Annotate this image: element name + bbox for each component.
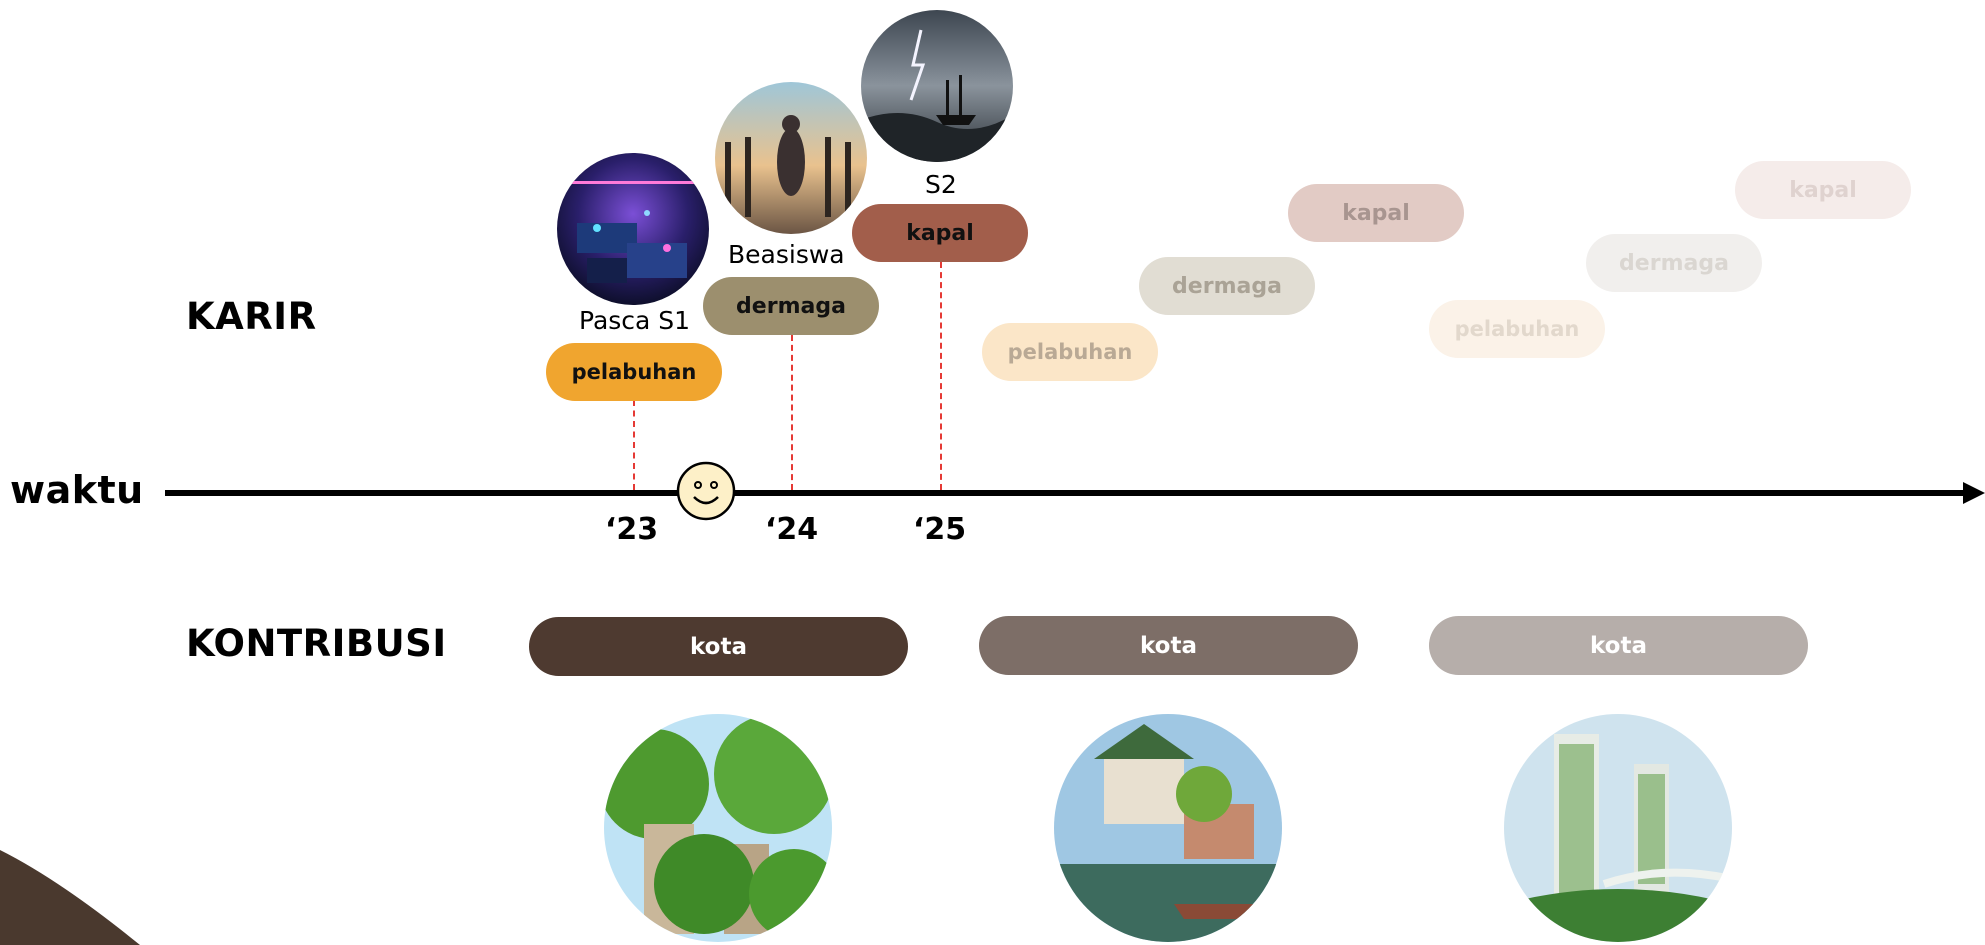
milestone-pill-dermaga: dermaga xyxy=(703,277,879,335)
future-pill-kapal-2: kapal xyxy=(1735,161,1911,219)
year-24: ‘24 xyxy=(765,512,819,547)
timeline-axis xyxy=(165,482,1985,504)
milestone-pill-pelabuhan: pelabuhan xyxy=(546,343,722,401)
cyber-city-image xyxy=(557,153,709,305)
green-towers-image xyxy=(1504,714,1732,942)
year-25: ‘25 xyxy=(913,512,967,547)
marker-line-23 xyxy=(633,400,635,490)
harbor-village-image xyxy=(1054,714,1282,942)
smiley-face-icon xyxy=(676,461,736,521)
forest-city-image xyxy=(604,714,832,942)
future-pill-dermaga-1: dermaga xyxy=(1139,257,1315,315)
storm-ship-image xyxy=(861,10,1013,162)
marker-line-24 xyxy=(791,335,793,490)
future-pill-pelabuhan-2: pelabuhan xyxy=(1429,300,1605,358)
pier-figure-image xyxy=(715,82,867,234)
year-23: ‘23 xyxy=(605,512,659,547)
milestone-caption-s2: S2 xyxy=(925,170,957,199)
contribution-pill-kota-2: kota xyxy=(979,616,1358,675)
waktu-label: waktu xyxy=(10,468,144,512)
milestone-caption-beasiswa: Beasiswa xyxy=(728,240,845,269)
future-pill-pelabuhan-1: pelabuhan xyxy=(982,323,1158,381)
milestone-pill-kapal: kapal xyxy=(852,204,1028,262)
future-pill-dermaga-2: dermaga xyxy=(1586,234,1762,292)
contribution-pill-kota-3: kota xyxy=(1429,616,1808,675)
contribution-pill-kota-1: kota xyxy=(529,617,908,676)
marker-line-25 xyxy=(940,262,942,490)
kontribusi-heading: KONTRIBUSI xyxy=(186,622,447,665)
milestone-caption-pasca-s1: Pasca S1 xyxy=(579,306,691,335)
karir-heading: KARIR xyxy=(186,295,317,338)
future-pill-kapal-1: kapal xyxy=(1288,184,1464,242)
corner-decoration xyxy=(0,850,140,945)
